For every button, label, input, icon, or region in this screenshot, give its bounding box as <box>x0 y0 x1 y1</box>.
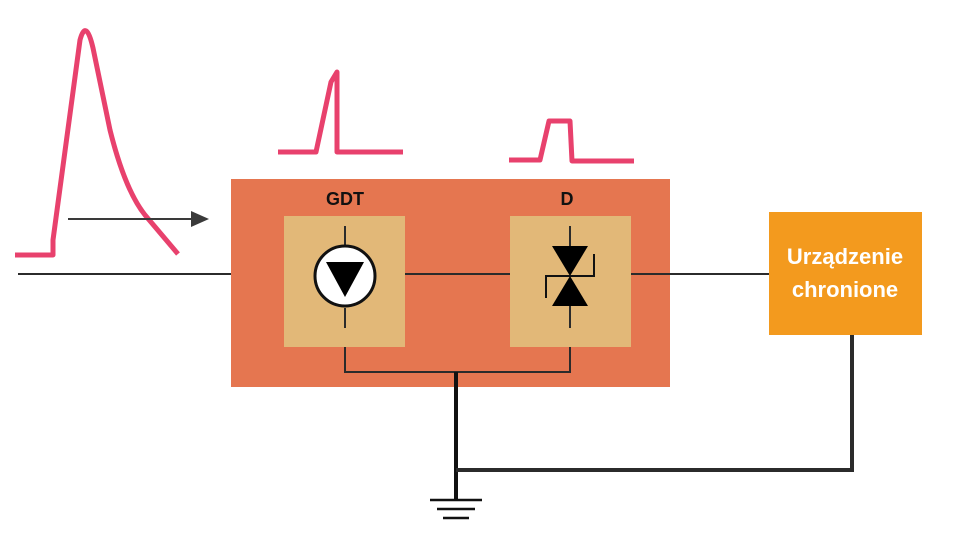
protected-device-label-line2: chronione <box>792 277 898 302</box>
gas-discharge-tube-icon <box>313 226 377 328</box>
protected-device-box <box>769 212 922 335</box>
pulse-after-gdt <box>278 69 403 155</box>
protected-device-label-line1: Urządzenie <box>787 244 903 269</box>
device-ground-wire <box>456 335 854 472</box>
arrow-right-icon <box>68 211 209 227</box>
incoming-surge-pulse <box>15 28 180 258</box>
bidirectional-tvs-diode-icon <box>545 226 595 328</box>
ground-icon <box>430 498 482 520</box>
diode-label: D <box>561 189 574 209</box>
pulse-after-diode <box>509 118 634 164</box>
gdt-label: GDT <box>326 189 364 209</box>
